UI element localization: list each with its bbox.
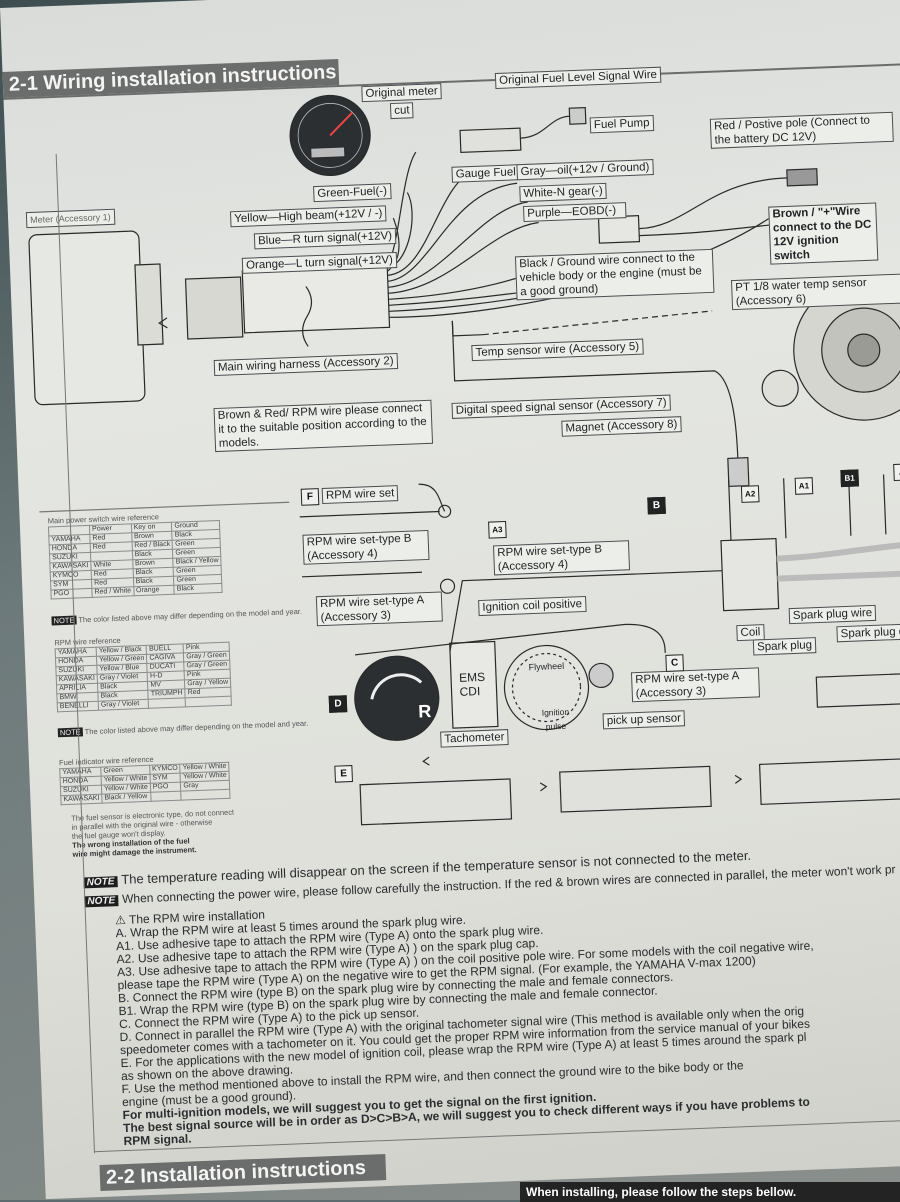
white-n-gear-label: White-N gear(-) xyxy=(519,182,608,203)
wiring-diagram xyxy=(28,94,900,826)
speed-sensor-shape xyxy=(727,457,750,487)
harness-box-shape xyxy=(241,264,391,334)
brown-red-rpm-label: Brown & Red/ RPM wire please connect it … xyxy=(213,399,434,453)
green-fuel-label: Green-Fuel(-) xyxy=(313,183,392,203)
spark-plug-wire-label: Spark plug wire xyxy=(788,604,877,625)
tag-d: D xyxy=(328,695,348,713)
coil-shape xyxy=(720,537,780,612)
install-steps-banner: When installing, please follow the steps… xyxy=(520,1182,900,1202)
meter-body-shape xyxy=(28,230,146,406)
tachometer-shape xyxy=(354,655,440,741)
ems-cdi-shape xyxy=(449,640,499,729)
fuel-connector-shape xyxy=(459,127,522,154)
tag-f: F xyxy=(300,488,320,506)
rpm-type-a-label-2: RPM wire set-type A (Accessory 3) xyxy=(630,667,761,703)
rpm-wire-set-label: RPM wire set xyxy=(321,485,399,504)
cut-label: cut xyxy=(389,102,414,120)
ignition-pulse-label: Ignition pulse xyxy=(541,706,570,732)
battery-shape xyxy=(597,215,641,244)
fuel-pump-label: Fuel Pump xyxy=(589,115,654,134)
brown-wire-label: Brown / "+"Wire connect to the DC 12V ig… xyxy=(768,202,879,265)
rpm-type-a-label: RPM wire set-type A (Accessory 3) xyxy=(315,591,443,627)
tag-e: E xyxy=(334,765,353,783)
tag-a1: A1 xyxy=(794,477,814,495)
flywheel-shape xyxy=(503,644,590,731)
rpm-type-b-label-2: RPM wire set-type B (Accessory 4) xyxy=(492,540,631,576)
spark-plug-shape xyxy=(815,672,900,708)
tag-a3: A3 xyxy=(488,520,507,539)
harness-break-mark xyxy=(302,286,313,347)
black-ground-label: Black / Ground wire connect to the vehic… xyxy=(514,248,715,301)
section-number: 2-2 xyxy=(105,1165,136,1189)
spark-plug-label: Spark plug xyxy=(752,637,817,656)
rpm-wire-b xyxy=(299,510,440,518)
harness-plug-shape xyxy=(184,276,244,340)
meter-connector-shape xyxy=(134,263,164,346)
rpm-type-b-label: RPM wire set-type B (Accessory 4) xyxy=(302,529,430,565)
section-title: Installation instructions xyxy=(140,1156,367,1188)
magnet-shape xyxy=(761,369,799,407)
tag-b1: B1 xyxy=(840,469,859,488)
tachometer-label: Tachometer xyxy=(440,729,509,748)
meter-accessory-label: Meter (Accessory 1) xyxy=(25,208,115,229)
spark-plug-cap-label: Spark plug cap xyxy=(836,622,900,643)
tag-a2: A2 xyxy=(740,485,760,503)
original-meter-label: Original meter xyxy=(361,83,443,103)
pt-temp-sensor-label: PT 1/8 water temp sensor (Accessory 6) xyxy=(730,273,900,311)
pickup-sensor-label: pick up sensor xyxy=(602,710,686,730)
ems-cdi-label: EMS CDI xyxy=(458,669,486,699)
flywheel-label: Flywheel xyxy=(528,660,565,673)
section-header-installation: 2-2 Installation instructions xyxy=(99,1154,387,1192)
tag-r: R xyxy=(417,700,432,722)
tag-b: B xyxy=(647,496,666,515)
arrow-left-meter xyxy=(158,317,168,329)
tag-a: A xyxy=(893,463,900,482)
rpm-installation-instructions: ⚠ The RPM wire installation A. Wrap the … xyxy=(115,882,900,1149)
tag-c: C xyxy=(665,654,684,672)
